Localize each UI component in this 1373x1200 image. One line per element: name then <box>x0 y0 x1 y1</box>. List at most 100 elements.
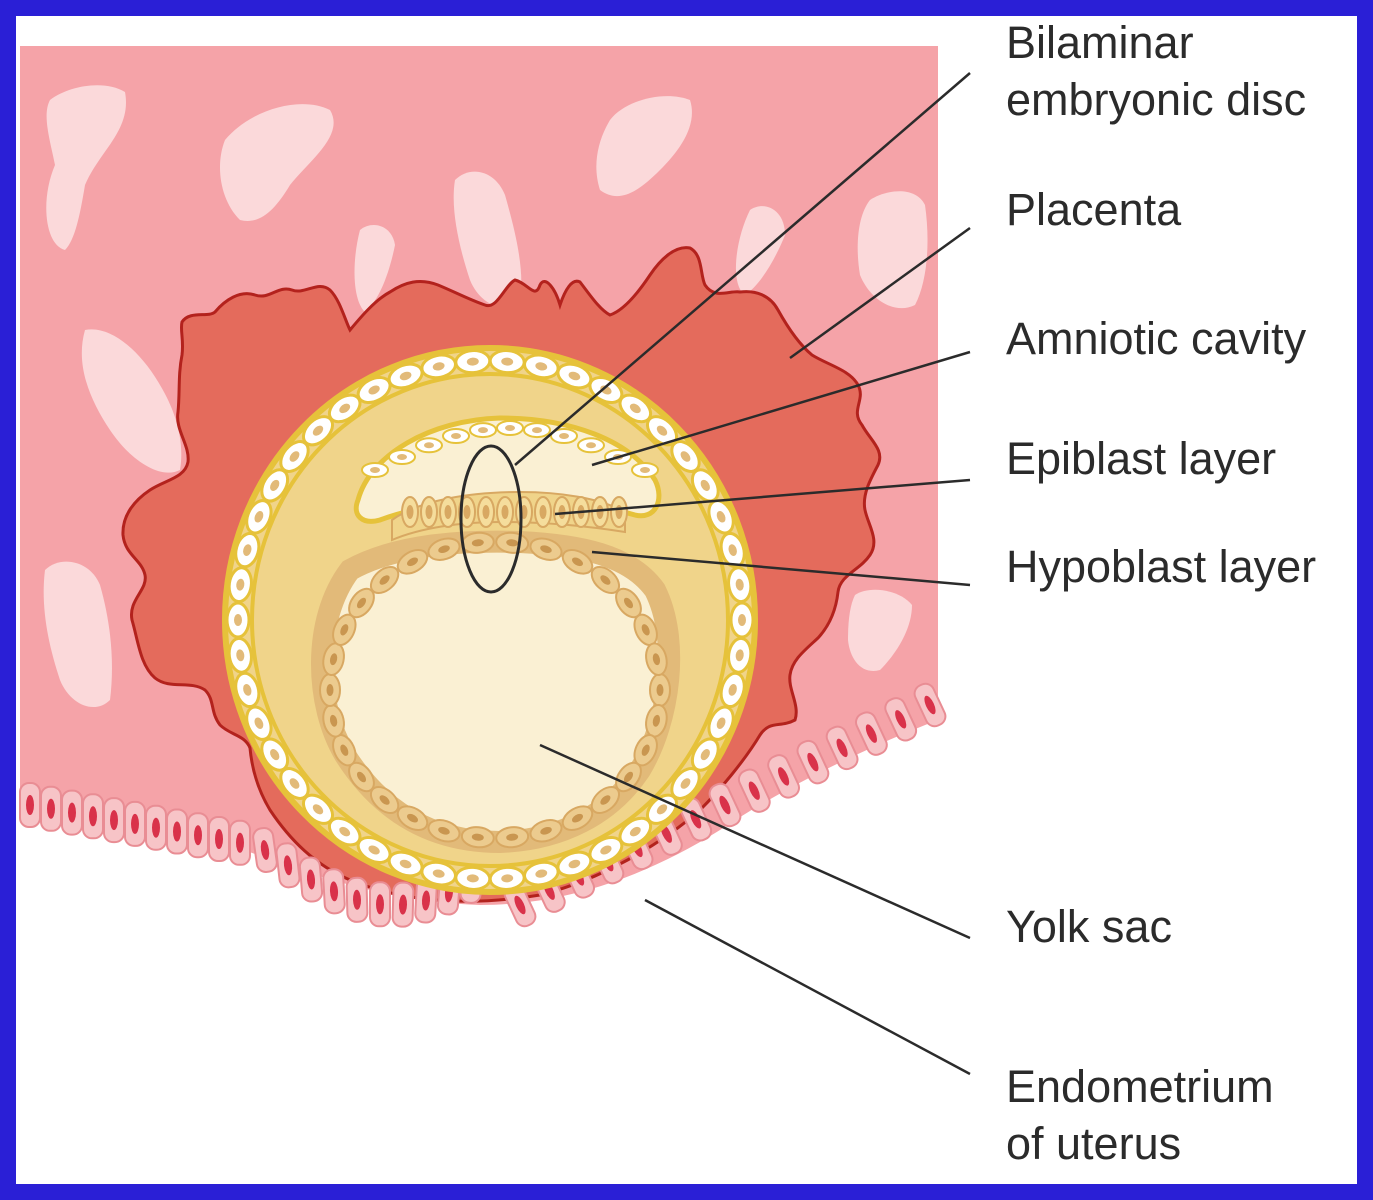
epiblast-cell <box>610 496 628 528</box>
cytotrophoblast-cell <box>420 353 457 380</box>
hypoblast-cell <box>348 587 375 619</box>
cytotrophoblast-cell <box>488 349 526 375</box>
hypoblast-cell <box>615 761 642 793</box>
cytotrophoblast-cell <box>387 362 424 390</box>
cytotrophoblast-cell <box>488 865 526 891</box>
epithelial-cell <box>913 682 947 728</box>
epithelial-cell <box>82 793 104 840</box>
cytotrophoblast-cell <box>454 349 492 375</box>
hypoblast-cell <box>529 819 563 843</box>
cytotrophoblast-cell <box>719 531 746 569</box>
epithelial-cell <box>767 754 801 799</box>
hypoblast-cell <box>369 565 400 595</box>
label-hypoblast: Hypoblast layer <box>1006 541 1317 592</box>
cytotrophoblast-cell <box>588 375 624 405</box>
epiblast-cell <box>591 496 609 528</box>
amnion-cell <box>577 437 605 454</box>
hypoblast-cells <box>319 531 671 849</box>
hypoblast-cell <box>460 826 495 849</box>
label-bilaminar-line-2: embryonic disc <box>1006 74 1307 125</box>
hypoblast-cell <box>590 565 621 595</box>
cytotrophoblast-cell <box>454 865 492 891</box>
epithelial-cell <box>737 768 771 813</box>
epithelial-cell <box>825 725 859 771</box>
hypoblast-cell <box>615 587 642 619</box>
epithelial-cell <box>145 804 167 851</box>
label-endometrium: Endometrium of uterus <box>1006 1058 1274 1172</box>
label-epiblast: Epiblast layer <box>1006 433 1277 484</box>
label-bilaminar-line-1: Bilaminar <box>1006 17 1194 68</box>
hypoblast-cell <box>396 549 429 575</box>
epithelial-cell <box>19 782 41 828</box>
epithelial-cell <box>854 711 888 756</box>
hypoblast-cell <box>396 805 429 831</box>
epithelial-cell <box>796 739 830 785</box>
label-placenta: Placenta <box>1006 184 1182 235</box>
amnion-cell <box>631 462 659 478</box>
epithelial-cell <box>187 812 209 859</box>
epithelial-cell <box>322 868 346 915</box>
hypoblast-cell <box>561 805 594 831</box>
amnion-cell <box>550 428 578 444</box>
hypoblast-cell <box>460 531 495 554</box>
epiblast-cell <box>515 496 533 528</box>
cytotrophoblast-cell <box>245 499 273 535</box>
hypoblast-cell <box>649 673 671 707</box>
epithelial-cell <box>391 881 415 928</box>
amnion-cell <box>415 437 443 454</box>
epiblast-cell <box>496 496 514 528</box>
epithelial-cell <box>229 819 251 866</box>
epithelial-cell <box>252 826 278 874</box>
leader-line-epiblast <box>554 478 971 516</box>
leader-line-bilaminar <box>514 72 971 466</box>
amnion-cell <box>388 449 416 465</box>
cytotrophoblast-cell <box>387 850 424 878</box>
epithelial-cell <box>103 797 125 844</box>
leader-line-amniotic <box>591 350 971 467</box>
cytotrophoblast-cell <box>727 566 753 604</box>
hypoblast-cell <box>645 642 668 676</box>
epithelial-cell <box>298 856 324 903</box>
bilaminar-disc-outline <box>459 444 523 594</box>
amnion-cell <box>469 422 497 439</box>
leader-line-yolk-sac <box>539 743 971 940</box>
uterine-glands <box>43 85 928 708</box>
amnion-cell <box>442 428 470 444</box>
epithelial-cell <box>884 697 918 742</box>
hypoblast-cell <box>332 734 357 767</box>
epithelial-cell <box>708 782 742 828</box>
cytotrophoblast-cell <box>523 353 560 380</box>
hypoblast-cell <box>427 537 461 561</box>
epithelial-cell <box>275 842 301 889</box>
cytotrophoblast-cells <box>225 349 755 891</box>
hypoblast-cell <box>529 537 563 561</box>
leader-line-endometrium <box>644 898 971 1076</box>
hypoblast-cell <box>633 734 658 767</box>
cytotrophoblast-cell <box>225 601 251 639</box>
cytotrophoblast-cell <box>670 767 701 800</box>
amnion-cell <box>496 420 524 436</box>
hypoblast-cell <box>427 819 461 843</box>
epithelial-cell <box>345 876 369 923</box>
amnion-cell <box>523 422 551 439</box>
label-amniotic-cavity: Amniotic cavity <box>1006 313 1307 364</box>
cytotrophoblast-cell <box>729 601 755 639</box>
epithelial-cell <box>369 881 391 928</box>
cytotrophoblast-cell <box>279 767 310 800</box>
amnion-cell <box>361 462 389 478</box>
amnion-cells <box>361 420 659 478</box>
hypoblast-cell <box>561 549 594 575</box>
hypoblast-cell <box>495 826 530 849</box>
epithelial-cell <box>124 800 146 847</box>
leader-line-placenta <box>789 226 971 360</box>
epiblast-cell <box>439 496 457 528</box>
hypoblast-cell <box>590 785 621 815</box>
epiblast-cell <box>420 496 438 528</box>
label-endometrium-line-1: Endometrium <box>1006 1061 1274 1112</box>
epiblast-cell <box>534 496 552 528</box>
epithelial-cell <box>40 785 62 832</box>
label-endometrium-line-2: of uterus <box>1006 1118 1182 1169</box>
cytotrophoblast-cell <box>523 860 560 887</box>
label-yolk-sac: Yolk sac <box>1006 901 1172 952</box>
